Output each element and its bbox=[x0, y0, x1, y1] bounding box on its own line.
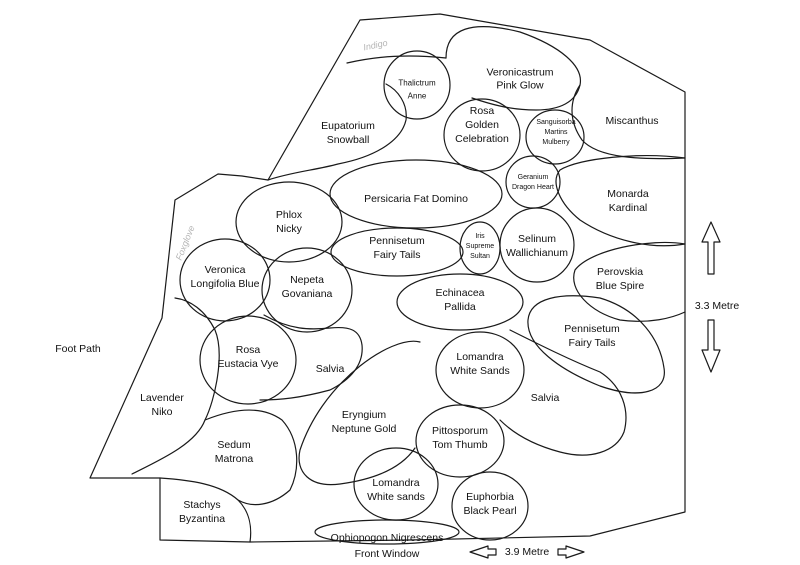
plant-rosa-eustacia bbox=[199, 315, 297, 405]
plant-label-miscanthus: Miscanthus bbox=[605, 115, 658, 127]
arrow-up-icon bbox=[701, 221, 721, 275]
plant-lavender bbox=[131, 297, 220, 475]
plant-phlox bbox=[235, 181, 343, 263]
plant-label-ophiopogon: Ophiopogon Nigrescens bbox=[331, 532, 444, 544]
plant-geranium bbox=[505, 155, 561, 209]
front-window-label: Front Window bbox=[355, 548, 420, 560]
plant-nepeta bbox=[261, 247, 353, 333]
plant-euphorbia bbox=[451, 471, 529, 541]
arrow-left-icon bbox=[469, 545, 497, 559]
plant-persicaria bbox=[329, 159, 503, 229]
height-dimension-label: 3.3 Metre bbox=[695, 300, 740, 312]
plant-salvia-1 bbox=[259, 314, 363, 401]
plant-label-salvia-2: Salvia bbox=[531, 392, 560, 404]
plant-stachys bbox=[159, 477, 252, 543]
plant-sedum bbox=[204, 409, 298, 506]
boundary-indigo bbox=[346, 55, 447, 64]
plant-eryngium bbox=[298, 340, 421, 486]
plant-sanguisorba bbox=[525, 109, 585, 165]
plant-pittosporum bbox=[415, 404, 505, 478]
plant-echinacea bbox=[396, 273, 524, 331]
plant-salvia-2 bbox=[499, 329, 627, 456]
plant-pennisetum-1 bbox=[330, 227, 464, 277]
bed-outline bbox=[89, 13, 686, 543]
arrow-right-icon bbox=[557, 545, 585, 559]
plant-ophiopogon bbox=[314, 519, 460, 545]
faint-left-label: Foxglove bbox=[174, 224, 197, 262]
foot-path-label: Foot Path bbox=[55, 343, 101, 355]
plant-veronicastrum bbox=[445, 26, 581, 111]
width-dimension-label: 3.9 Metre bbox=[505, 546, 550, 558]
plant-rosa-golden bbox=[443, 98, 521, 172]
plant-label-persicaria: Persicaria Fat Domino bbox=[364, 193, 468, 205]
plant-thalictrum bbox=[383, 50, 451, 120]
faint-indigo-label: Indigo bbox=[362, 38, 388, 53]
plant-lomandra-1 bbox=[435, 331, 525, 409]
arrow-down-icon bbox=[701, 319, 721, 373]
plant-eupatorium bbox=[267, 83, 407, 181]
plant-miscanthus bbox=[571, 84, 686, 160]
plant-label-salvia-1: Salvia bbox=[316, 363, 345, 375]
plant-selinum bbox=[499, 207, 575, 283]
plant-perovskia bbox=[573, 241, 686, 322]
plant-pennisetum-2 bbox=[527, 295, 665, 394]
plant-monarda bbox=[555, 155, 686, 247]
